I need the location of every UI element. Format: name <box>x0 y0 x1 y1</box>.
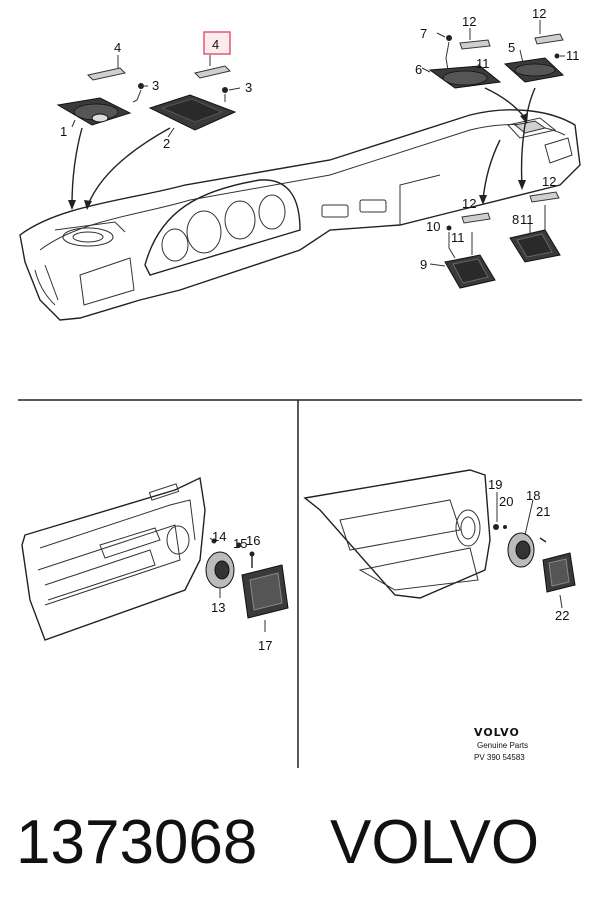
callout-10: 10 <box>426 219 440 234</box>
callout-1: 1 <box>60 124 67 139</box>
speaker-cover-4-right <box>194 65 231 79</box>
callout-11-mid: 11 <box>451 230 465 245</box>
callout-12-mid: 12 <box>462 196 476 211</box>
callout-11-right: 11 <box>566 48 580 63</box>
callout-9: 9 <box>420 257 427 272</box>
callout-22: 22 <box>555 608 569 623</box>
callout-15: 15 <box>233 536 247 551</box>
speaker-grille-6 <box>428 65 502 89</box>
speaker-cover-12-low <box>529 191 560 203</box>
speaker-cover-4-left <box>86 67 127 81</box>
speaker-grille-8 <box>509 229 561 263</box>
dashboard-illustration <box>19 109 581 321</box>
speaker-18 <box>507 532 535 568</box>
clip-7 <box>445 35 452 71</box>
volvo-brand-block: VOLVO Genuine Parts PV 390 54583 <box>474 726 528 762</box>
callout-7: 7 <box>420 26 427 41</box>
clip-10 <box>446 225 456 259</box>
speaker-grille-5 <box>503 57 565 83</box>
screw-16 <box>249 551 255 568</box>
speaker-grille-17 <box>241 564 289 619</box>
callouts-top: 4 4 3 3 1 2 7 12 12 5 11 6 11 12 10 11 8… <box>60 6 580 272</box>
callout-4: 4 <box>114 40 121 55</box>
screw-11-right <box>554 53 560 59</box>
speaker-grille-9 <box>444 254 496 289</box>
callout-2: 2 <box>163 136 170 151</box>
part-number: 1373068 <box>16 808 258 877</box>
speaker-grille-22 <box>542 552 576 593</box>
callout-3-left: 3 <box>152 78 159 93</box>
callout-18: 18 <box>526 488 540 503</box>
callout-6: 6 <box>415 62 422 77</box>
callout-11-low: 11 <box>520 212 534 227</box>
callouts-bottom-left: 14 15 16 13 17 <box>211 529 272 653</box>
callouts-bottom-right: 19 20 18 21 22 <box>488 477 569 623</box>
screw-15 <box>236 542 242 548</box>
rear-door-panel <box>303 469 491 599</box>
callout-4-highlighted: 4 <box>212 37 219 52</box>
callout-14: 14 <box>212 529 226 544</box>
screw-3-right <box>222 87 228 102</box>
speaker-cover-12-center <box>459 39 491 50</box>
speaker-13 <box>205 551 235 589</box>
screw-19 <box>493 524 499 530</box>
callout-20: 20 <box>499 494 513 509</box>
screw-21 <box>539 537 547 543</box>
callout-3-right: 3 <box>245 80 252 95</box>
brand-code: PV 390 54583 <box>474 753 525 762</box>
callout-8: 8 <box>512 212 519 227</box>
front-door-panel <box>21 476 206 641</box>
callout-17: 17 <box>258 638 272 653</box>
brand-subtitle: Genuine Parts <box>477 741 528 750</box>
callout-13: 13 <box>211 600 225 615</box>
callout-21: 21 <box>536 504 550 519</box>
speaker-cover-12-right <box>534 33 564 45</box>
highlight-box <box>203 31 231 55</box>
callout-11-center: 11 <box>476 56 490 71</box>
speaker-grille-1 <box>56 97 132 126</box>
screw-20 <box>503 525 507 529</box>
speaker-cover-12-mid <box>461 212 491 224</box>
speaker-grille-2 <box>148 94 237 131</box>
callout-5: 5 <box>508 40 515 55</box>
callout-19: 19 <box>488 477 502 492</box>
brand-name: VOLVO <box>330 808 540 877</box>
callout-12-right: 12 <box>532 6 546 21</box>
callout-12-center: 12 <box>462 14 476 29</box>
brand-logo-text: VOLVO <box>474 726 520 739</box>
callout-16: 16 <box>246 533 260 548</box>
callout-12-low: 12 <box>542 174 556 189</box>
